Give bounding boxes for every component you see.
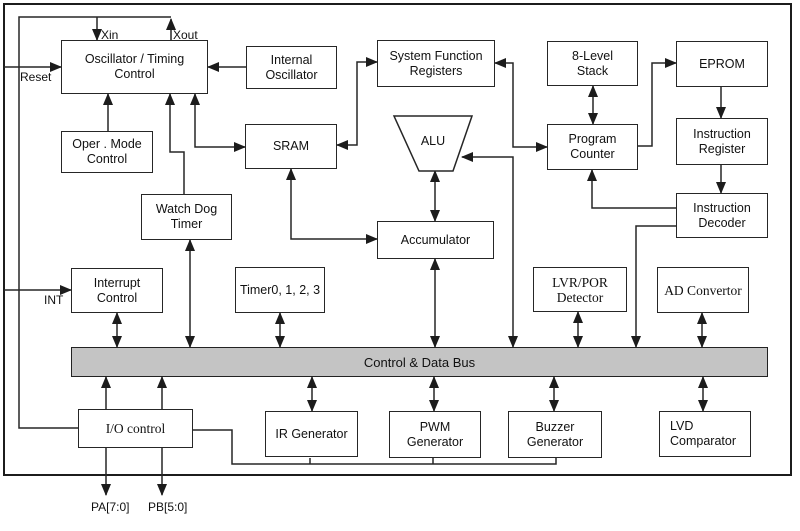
bus-control-data-bus: Control & Data Bus (71, 347, 768, 377)
block-interrupt-control: Interrupt Control (71, 268, 163, 313)
pin-label-reset: Reset (20, 70, 52, 84)
block-system-function-registers: System Function Registers (377, 40, 495, 87)
pin-label-xout: Xout (173, 28, 198, 42)
block-timer0-1-2-3: Timer0, 1, 2, 3 (235, 267, 325, 313)
pin-label-int: INT (44, 293, 64, 307)
pin-label-xin: Xin (101, 28, 119, 42)
block-lvd-comparator: LVD Comparator (659, 411, 751, 457)
block-lvr-por-detector: LVR/POR Detector (533, 267, 627, 312)
block-ad-convertor: AD Convertor (657, 267, 749, 313)
bus-label: Control & Data Bus (363, 354, 476, 370)
block-oscillator-timing-control: Oscillator / Timing Control (61, 40, 208, 94)
block-ir-generator: IR Generator (265, 411, 358, 457)
block-sram: SRAM (245, 124, 337, 169)
chip-boundary (3, 3, 792, 476)
pin-label-pa: PA[7:0] (91, 500, 130, 514)
block-internal-oscillator: Internal Oscillator (246, 46, 337, 89)
block-watch-dog-timer: Watch Dog Timer (141, 194, 232, 240)
block-accumulator: Accumulator (377, 221, 494, 259)
block-8-level-stack: 8-Level Stack (547, 41, 638, 86)
pin-label-pb: PB[5:0] (148, 500, 188, 514)
block-instruction-decoder: Instruction Decoder (676, 193, 768, 238)
block-io-control: I/O control (78, 409, 193, 448)
block-instruction-register: Instruction Register (676, 118, 768, 165)
block-eprom: EPROM (676, 41, 768, 87)
block-alu-label: ALU (420, 134, 446, 148)
block-buzzer-generator: Buzzer Generator (508, 411, 602, 458)
block-pwm-generator: PWM Generator (389, 411, 481, 458)
block-program-counter: Program Counter (547, 124, 638, 170)
block-oper-mode-control: Oper . Mode Control (61, 131, 153, 173)
